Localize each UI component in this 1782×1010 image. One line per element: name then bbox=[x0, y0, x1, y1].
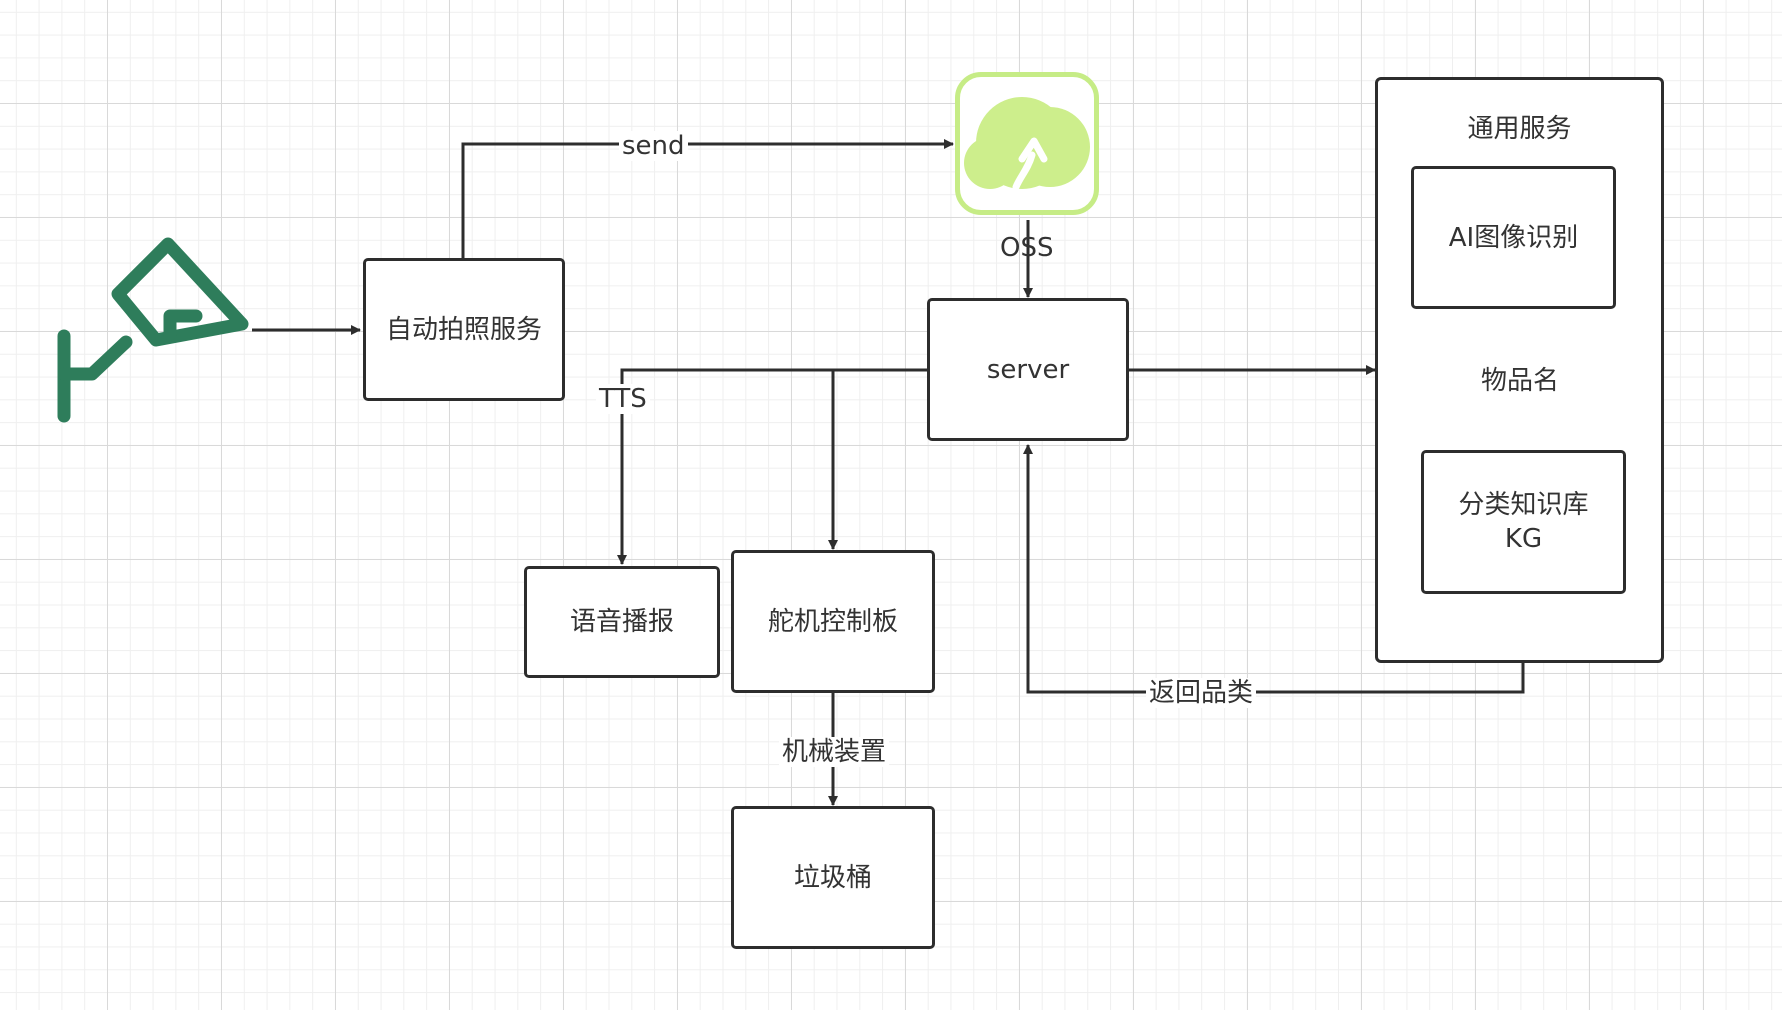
knowledge-base-label: 分类知识库 KG bbox=[1458, 490, 1589, 554]
tts-label: TTS bbox=[596, 384, 650, 414]
server-label: server bbox=[986, 354, 1070, 385]
servo-board-node[interactable]: 舵机控制板 bbox=[731, 550, 935, 693]
server-node[interactable]: server bbox=[927, 298, 1129, 441]
voice-broadcast-label: 语音播报 bbox=[569, 607, 674, 637]
trash-bin-label: 垃圾桶 bbox=[793, 862, 872, 893]
send-label: send bbox=[619, 131, 688, 161]
trash-bin-node[interactable]: 垃圾桶 bbox=[731, 806, 935, 949]
ai-recognition-node[interactable]: AI图像识别 bbox=[1411, 166, 1616, 309]
knowledge-base-node[interactable]: 分类知识库 KG bbox=[1421, 450, 1626, 594]
ai-recognition-label: AI图像识别 bbox=[1448, 222, 1579, 253]
security-camera-icon bbox=[57, 237, 249, 423]
mechanical-label: 机械装置 bbox=[779, 737, 890, 767]
voice-broadcast-node[interactable]: 语音播报 bbox=[524, 566, 720, 678]
edge-tts bbox=[617, 368, 928, 565]
item-name-label: 物品名 bbox=[1478, 366, 1563, 396]
general-services-title: 通用服务 bbox=[1467, 114, 1572, 144]
photo-service-label: 自动拍照服务 bbox=[385, 314, 542, 345]
photo-service-node[interactable]: 自动拍照服务 bbox=[363, 258, 565, 401]
oss-label: OSS bbox=[1000, 233, 1054, 263]
return-category-label: 返回品类 bbox=[1146, 678, 1257, 708]
servo-board-label: 舵机控制板 bbox=[767, 606, 898, 637]
edge-send bbox=[461, 139, 954, 258]
cloud-upload-icon bbox=[955, 72, 1099, 215]
